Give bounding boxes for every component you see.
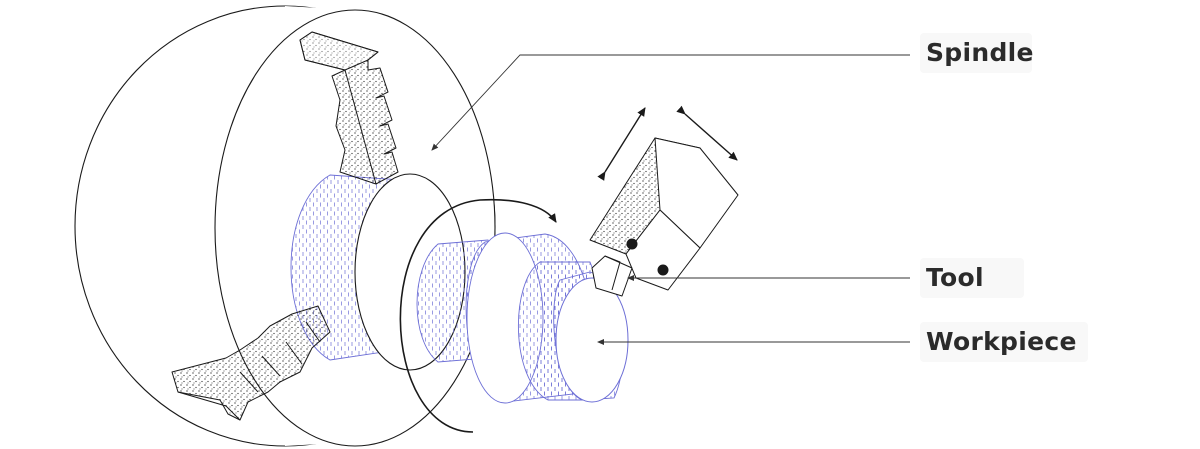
workpiece-body: [416, 232, 629, 404]
rotation-arrow: [399, 198, 557, 433]
label-workpiece: Workpiece: [926, 327, 1077, 356]
label-spindle: Spindle: [926, 38, 1034, 67]
feed-arrow-2: [676, 105, 738, 161]
label-workpiece-bg: [920, 322, 1088, 362]
feed-arrow-1: [597, 107, 646, 181]
upper-jaw: [299, 31, 399, 185]
label-tool: Tool: [926, 263, 984, 292]
label-spindle-bg: [920, 33, 1032, 73]
cutting-tool: [589, 137, 739, 297]
label-tool-bg: [920, 258, 1024, 298]
lower-jaw: [171, 305, 331, 421]
leader-spindle: [431, 54, 910, 151]
